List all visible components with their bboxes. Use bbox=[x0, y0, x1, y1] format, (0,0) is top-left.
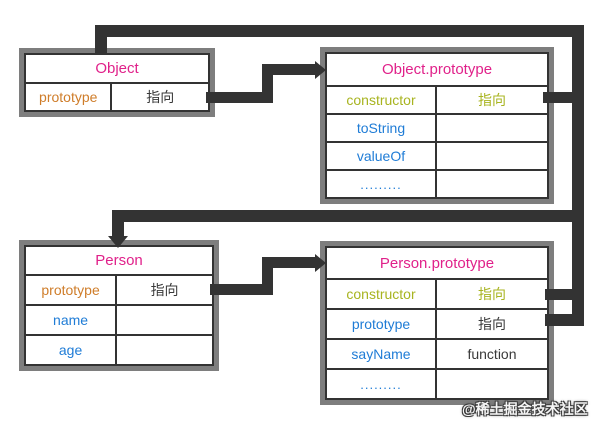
valueof-key: valueOf bbox=[327, 143, 437, 169]
watermark: @稀土掘金技术社区 bbox=[462, 401, 588, 417]
object-prototype-table-title: Object.prototype bbox=[327, 54, 547, 87]
name-value bbox=[117, 306, 212, 334]
prototype-key: prototype bbox=[327, 310, 437, 338]
connector-right-bus-vertical bbox=[572, 25, 584, 326]
connector-top-horizontal bbox=[95, 25, 584, 37]
constructor-key: constructor bbox=[327, 280, 437, 308]
ellipsis-value bbox=[437, 171, 547, 197]
sayname-value: function bbox=[467, 346, 517, 362]
valueof-value bbox=[437, 143, 547, 169]
person-prototype-value: 指向 bbox=[150, 282, 179, 298]
table-row: ......... bbox=[327, 171, 547, 197]
connector-stub-objectprototype-constructor bbox=[543, 92, 572, 103]
connector-stub-personprototype-constructor bbox=[545, 289, 572, 300]
person-table: Person prototype 指向 name age bbox=[19, 240, 219, 371]
connector-object-to-proto-vertical bbox=[262, 64, 273, 103]
constructor-key: constructor bbox=[327, 87, 437, 113]
connector-object-to-proto-upper bbox=[262, 64, 317, 75]
arrow-into-person-icon bbox=[108, 236, 128, 248]
table-row: toString bbox=[327, 115, 547, 143]
connector-stub-personprototype-prototype bbox=[545, 314, 584, 326]
table-row: prototype 指向 bbox=[26, 276, 212, 306]
tostring-value bbox=[437, 115, 547, 141]
sayname-key: sayName bbox=[327, 340, 437, 368]
age-key: age bbox=[26, 336, 118, 364]
table-row: age bbox=[26, 336, 212, 364]
table-row: constructor 指向 bbox=[327, 280, 547, 310]
ellipsis-key: ......... bbox=[327, 370, 437, 398]
person-prototype-table: Person.prototype constructor 指向 prototyp… bbox=[320, 241, 554, 405]
table-row: constructor 指向 bbox=[327, 87, 547, 115]
connector-object-to-proto-lower bbox=[206, 92, 268, 103]
name-key: name bbox=[26, 306, 118, 334]
table-row: prototype 指向 bbox=[327, 310, 547, 340]
table-row: valueOf bbox=[327, 143, 547, 171]
table-row: name bbox=[26, 306, 212, 336]
object-prototype-value: 指向 bbox=[146, 89, 175, 105]
object-prototype-table: Object.prototype constructor 指向 toString… bbox=[320, 47, 554, 204]
ellipsis-value bbox=[437, 370, 547, 398]
connector-middle-horizontal bbox=[112, 210, 584, 222]
connector-person-to-proto-lower bbox=[210, 284, 268, 295]
connector-person-to-proto-upper bbox=[262, 257, 317, 268]
constructor-value: 指向 bbox=[478, 92, 506, 108]
connector-middle-left-vertical bbox=[112, 210, 124, 237]
object-table-title: Object bbox=[26, 55, 208, 84]
table-row: prototype 指向 bbox=[26, 84, 208, 110]
person-prototype-key: prototype bbox=[26, 276, 118, 304]
table-row: sayName function bbox=[327, 340, 547, 370]
object-table: Object prototype 指向 bbox=[19, 48, 215, 117]
person-table-title: Person bbox=[26, 247, 212, 276]
age-value bbox=[117, 336, 212, 364]
tostring-key: toString bbox=[327, 115, 437, 141]
arrow-into-person-prototype-icon bbox=[315, 254, 326, 272]
constructor-value: 指向 bbox=[478, 286, 506, 302]
prototype-value: 指向 bbox=[478, 316, 506, 332]
table-row: ......... bbox=[327, 370, 547, 398]
object-prototype-key: prototype bbox=[26, 84, 113, 110]
connector-person-to-proto-vertical bbox=[262, 257, 273, 295]
connector-top-left-vertical bbox=[95, 25, 107, 55]
arrow-into-object-prototype-icon bbox=[315, 61, 326, 79]
person-prototype-table-title: Person.prototype bbox=[327, 248, 547, 280]
ellipsis-key: ......... bbox=[327, 171, 437, 197]
